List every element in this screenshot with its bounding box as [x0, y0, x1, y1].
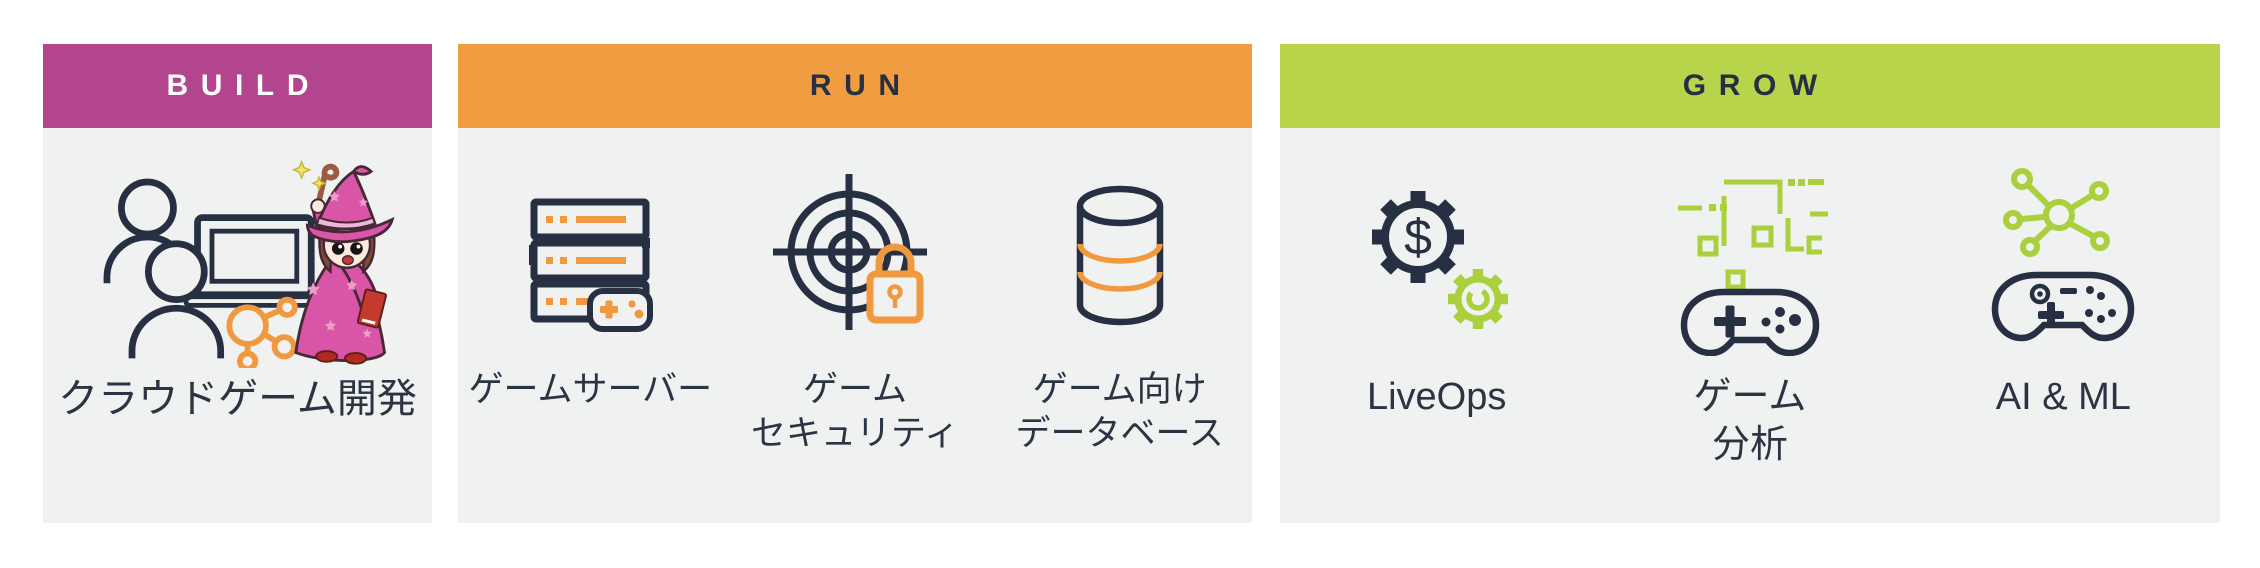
run-item-label-game-security: ゲーム セキュリティ — [751, 370, 959, 454]
run-header: RUN — [458, 44, 1252, 128]
grow-item-game-analytics: ゲーム 分析 — [1593, 128, 1906, 523]
game-analytics-icon — [1677, 179, 1828, 356]
build-body: クラウドゲーム開発 — [43, 128, 432, 523]
pillar-grow: GROW — [1280, 44, 2220, 523]
pink-molecule-icon — [225, 296, 298, 368]
wizard-girl-illustration — [291, 159, 394, 365]
game-server-icon — [529, 198, 654, 332]
run-item-game-database: ゲーム向け データベース — [987, 128, 1252, 523]
game-security-icon — [773, 174, 927, 330]
build-item-cloud-game-dev: クラウドゲーム開発 — [43, 128, 432, 523]
build-header: BUILD — [43, 44, 432, 128]
run-item-label-game-database: ゲーム向け データベース — [1015, 370, 1224, 454]
run-item-game-security: ゲーム セキュリティ — [723, 128, 988, 523]
dollar-symbol: $ — [1404, 209, 1432, 265]
grow-body: $ — [1280, 128, 2220, 523]
ai-ml-icon — [1992, 168, 2135, 342]
liveops-gears-icon: $ — [1371, 191, 1508, 329]
grow-item-label-game-analytics: ゲーム 分析 — [1693, 376, 1807, 466]
grow-item-ai-ml: AI & ML — [1907, 128, 2220, 523]
grow-item-label-liveops: LiveOps — [1366, 376, 1507, 418]
run-item-game-server: ゲームサーバー — [458, 128, 723, 523]
build-item-label: クラウドゲーム開発 — [58, 377, 417, 421]
pillar-build: BUILD — [43, 44, 432, 523]
cloud-game-development-illustration — [103, 159, 394, 368]
run-item-label-game-server: ゲームサーバー — [468, 370, 713, 409]
run-body: ゲームサーバー — [458, 128, 1252, 523]
pillar-run: RUN — [458, 44, 1252, 523]
grow-item-liveops: $ — [1280, 128, 1593, 523]
grow-header: GROW — [1280, 44, 2220, 128]
grow-item-label-ai-ml: AI & ML — [1995, 376, 2131, 418]
game-database-icon — [1076, 185, 1163, 326]
